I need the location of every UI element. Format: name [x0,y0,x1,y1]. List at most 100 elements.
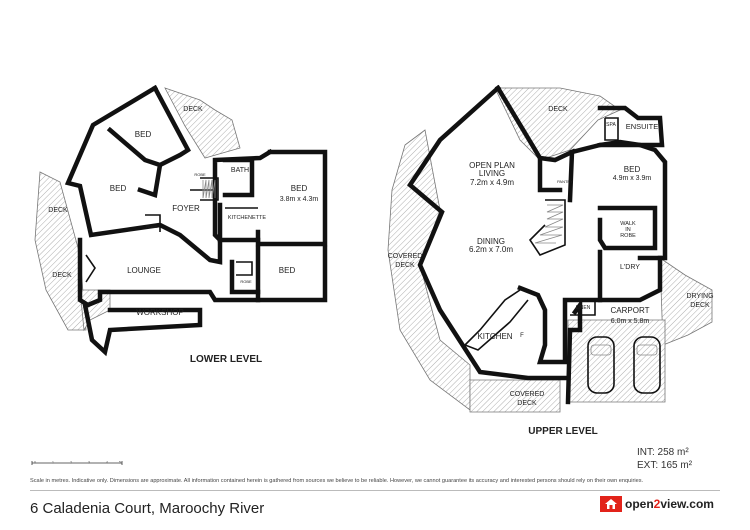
brand-two: 2 [653,497,661,511]
lower-bed-left-label: BED [110,184,127,193]
lower-bed-main-label: BED [291,184,308,193]
scale-tick-4: 4 [106,461,108,465]
upper-covered-deck-left-label-1: COVERED [388,253,423,260]
lower-inner-robe [145,214,161,232]
upper-dining-dims: 6.2m x 7.0m [469,245,513,254]
carport-car-2-windscreen [636,344,658,356]
lower-level-title: LOWER LEVEL [190,354,262,365]
disclaimer-text: Scale in metres. Indicative only. Dimens… [30,478,644,484]
lower-deck-left [34,171,87,331]
upper-living-label: LIVING [479,169,505,178]
upper-stairs-outline [528,199,566,256]
lower-bed-main-dims: 3.8m x 4.3m [280,196,319,203]
upper-open-plan-label: OPEN PLAN [469,161,515,170]
lower-wall-bed-divider [106,126,163,198]
lower-wall-kitchenette [217,202,261,243]
upper-covered-deck-left [387,129,471,411]
brand-wordmark: open2view.com [625,497,714,511]
upper-fridge-label: F [520,333,524,339]
lower-wall-bed-top [151,84,191,169]
scale-bar: 0 1 2 3 4 5 [31,461,123,465]
upper-drying-deck-label-1: DRYING [686,293,713,300]
lower-robe-3-label: ROBE [240,279,252,284]
brand-suffix: view.com [660,497,714,511]
lower-deck-top [164,87,241,159]
lower-robe-1-label: ROBE [194,172,206,177]
upper-pantry-label: PANTRY [557,179,573,184]
carport-car-1-windscreen [590,344,612,356]
upper-wall-living-top [494,84,575,203]
upper-carport-dims: 6.0m x 5.8m [611,318,650,325]
upper-deck-top-label: DECK [548,106,568,113]
property-address: 6 Caladenia Court, Maroochy River [30,500,265,517]
external-area: EXT: 165 m² [637,460,693,471]
lower-inner-stairs [200,177,219,201]
scale-tick-5: 5 [119,461,121,465]
brand-badge-icon [600,496,622,512]
upper-level-title: UPPER LEVEL [528,426,597,437]
lower-deck-left-bottom-label: DECK [52,272,72,279]
lower-deck-top-label: DECK [183,106,203,113]
lower-lounge-label: LOUNGE [127,266,161,275]
upper-carport-deck [567,319,666,403]
upper-deck-top [494,87,621,161]
scale-tick-0: 0 [34,461,36,465]
brand-prefix: open [625,497,654,511]
upper-laundry-label: L'DRY [620,264,640,271]
brand-logo[interactable]: open2view.com [600,496,722,512]
upper-living-dims: 7.2m x 4.9m [470,178,514,187]
upper-wall-wir [597,205,658,251]
lower-wall-robe-small [229,259,261,295]
internal-area: INT: 258 m² [637,447,689,458]
lower-bed-small-label: BED [279,266,296,275]
upper-wall-living-outer [407,84,569,381]
lower-deck-left-top-label: DECK [48,207,68,214]
lower-level-plan [34,84,328,357]
upper-stairs-treads [534,204,564,244]
upper-dining-label: DINING [477,237,505,246]
upper-bed-label: BED [624,165,641,174]
upper-covered-deck-bottom [469,379,561,413]
carport-car-2 [633,336,661,394]
upper-carport-label: CARPORT [611,306,650,315]
footer-divider [30,490,720,491]
lower-wall-bath [222,157,255,198]
house-icon [605,499,617,509]
upper-wall-pantry [537,157,563,193]
upper-level-plan [387,84,713,413]
carport-car-1 [587,336,615,394]
lower-wall-upper-beds [64,84,274,265]
lower-wall-lounge-left [77,237,328,308]
lower-workshop-label: WORKSHOP [136,308,184,317]
upper-spa-tub [604,117,619,141]
upper-spa-label: SPA [606,122,616,128]
upper-wir-label-1: WALK [620,221,636,227]
upper-covered-deck-left-label-2: DECK [395,262,415,269]
scale-tick-1: 1 [52,461,54,465]
upper-wall-ensuite [597,105,665,148]
lower-robe-2-label: ROBE [146,224,158,229]
lower-bath-label: BATH [231,167,249,174]
lower-wall-workshop [82,302,203,357]
lower-stairs-treads [202,179,216,199]
upper-wall-kitchen [517,285,603,365]
upper-wall-carport [565,297,583,405]
lower-inner-small-rooms [236,261,253,276]
upper-linen-label: LINEN [576,305,591,311]
upper-wir-label-2: IN [625,227,631,233]
lower-bed-top-label: BED [135,130,152,139]
upper-kitchen-label: KITCHEN [477,332,512,341]
lower-foyer-label: FOYER [172,204,200,213]
scale-tick-3: 3 [88,461,90,465]
upper-ensuite-label: ENSUITE [626,122,659,131]
upper-covered-deck-bottom-label-1: COVERED [510,391,545,398]
scale-tick-2: 2 [70,461,72,465]
upper-wall-bed [569,142,668,261]
upper-drying-deck-label-2: DECK [690,302,710,309]
upper-kitchen-bench [463,289,529,351]
upper-wall-laundry [597,249,663,303]
upper-bed-dims: 4.9m x 3.9m [613,175,652,182]
upper-wir-label-3: ROBE [620,233,636,239]
